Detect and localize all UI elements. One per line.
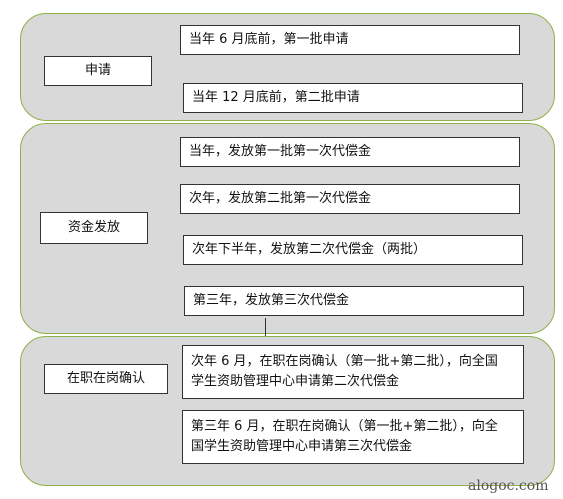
- funding-step-1: 当年，发放第一批第一次代偿金: [180, 137, 520, 167]
- funding-step-4: 第三年，发放第三次代偿金: [184, 286, 524, 316]
- confirm-step-1-line1: 次年 6 月，在职在岗确认（第一批+第二批），向全国: [191, 354, 498, 369]
- label-funding: 资金发放: [40, 212, 148, 244]
- confirm-step-2-line2: 国学生资助管理中心申请第三次代偿金: [191, 439, 413, 454]
- apply-step-2: 当年 12 月底前，第二批申请: [183, 83, 523, 113]
- funding-step-3: 次年下半年，发放第二次代偿金（两批）: [183, 235, 523, 265]
- confirm-step-2: 第三年 6 月，在职在岗确认（第一批+第二批），向全 国学生资助管理中心申请第三…: [182, 410, 524, 464]
- confirm-step-1: 次年 6 月，在职在岗确认（第一批+第二批），向全国 学生资助管理中心申请第二次…: [182, 345, 524, 399]
- apply-step-1: 当年 6 月底前，第一批申请: [180, 25, 520, 55]
- label-confirmation: 在职在岗确认: [44, 364, 168, 394]
- watermark: alogoc.com: [468, 478, 549, 494]
- connector-line: [265, 318, 266, 337]
- label-apply: 申请: [44, 56, 152, 86]
- confirm-step-2-line1: 第三年 6 月，在职在岗确认（第一批+第二批），向全: [191, 419, 498, 434]
- funding-step-2: 次年，发放第二批第一次代偿金: [180, 184, 520, 214]
- confirm-step-1-line2: 学生资助管理中心申请第二次代偿金: [191, 374, 400, 389]
